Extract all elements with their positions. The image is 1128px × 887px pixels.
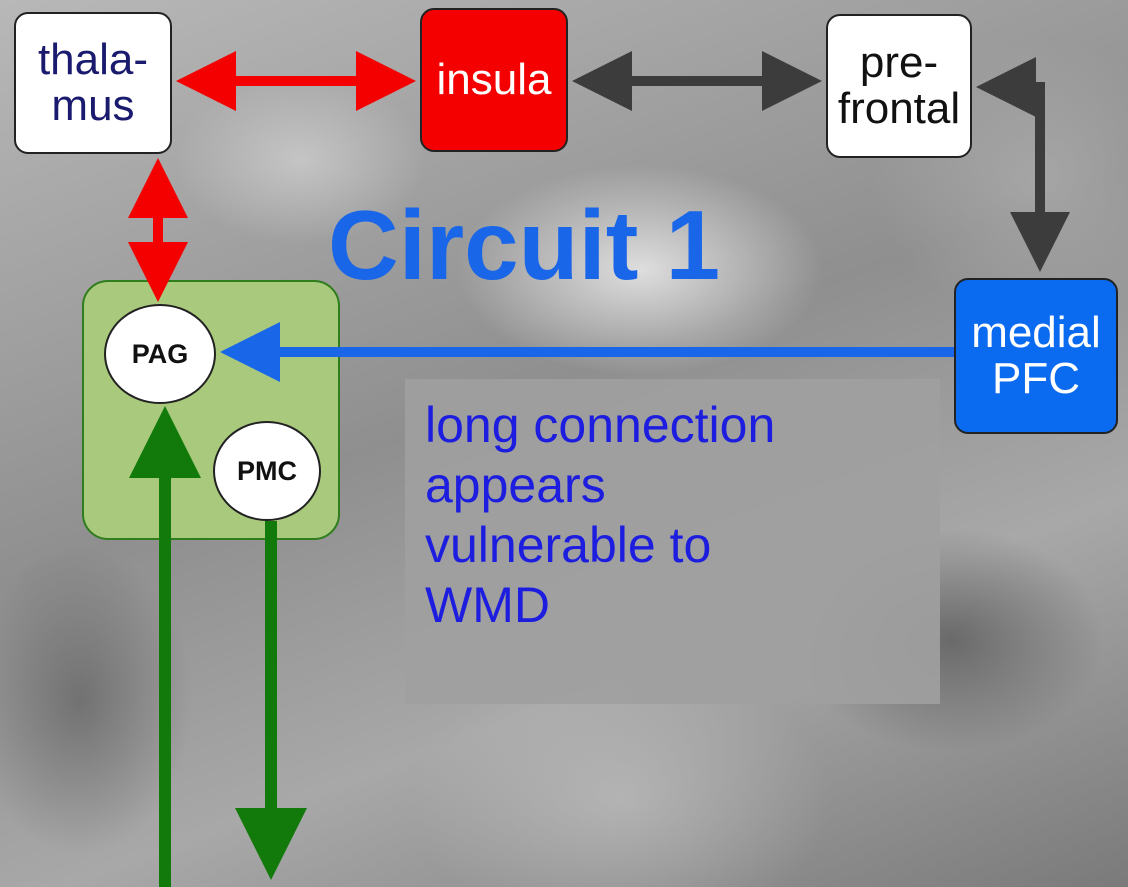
node-pag: PAG — [104, 304, 216, 404]
node-thalamus-label: thala- mus — [37, 35, 149, 130]
annotation-box: long connection appears vulnerable to WM… — [405, 379, 940, 704]
node-insula-label: insula — [436, 55, 552, 104]
node-prefrontal: pre- frontal — [826, 14, 972, 158]
annotation-text: long connection appears vulnerable to WM… — [425, 397, 776, 633]
node-prefrontal-label: pre- frontal — [837, 38, 961, 133]
node-insula: insula — [420, 8, 568, 152]
arrow-prefrontal-medial-pfc — [976, 57, 1070, 272]
node-pmc-label: PMC — [237, 455, 297, 486]
node-medial-pfc-label: medial PFC — [971, 308, 1101, 403]
node-pmc: PMC — [213, 421, 321, 521]
diagram-title: Circuit 1 — [328, 190, 721, 300]
node-thalamus: thala- mus — [14, 12, 172, 154]
node-medial-pfc: medial PFC — [954, 278, 1118, 434]
node-pag-label: PAG — [131, 338, 189, 369]
